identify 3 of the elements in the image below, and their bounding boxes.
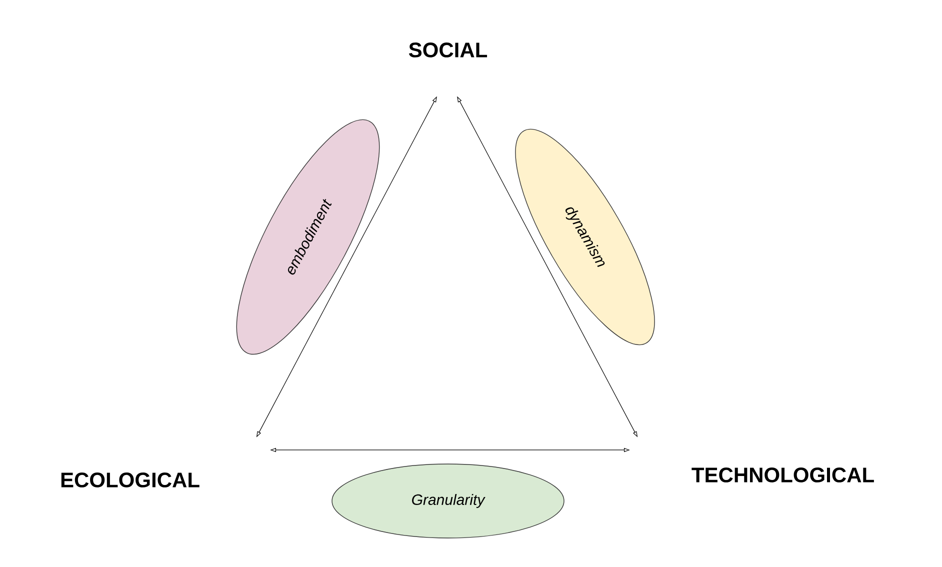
vertex-label: SOCIAL: [408, 42, 488, 58]
vertex-label: TECHNOLOGICAL: [692, 468, 874, 482]
vertex-label: ECOLOGICAL: [61, 472, 200, 488]
